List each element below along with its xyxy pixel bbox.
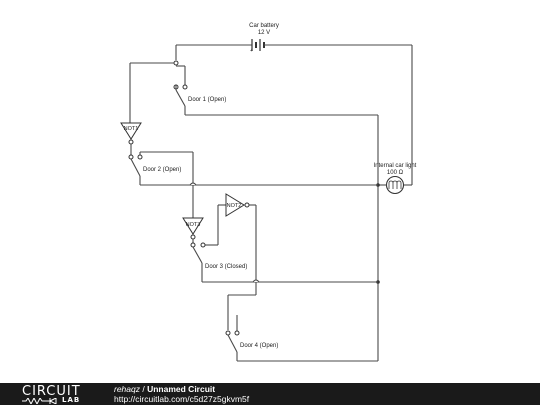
title-separator: / xyxy=(140,384,148,394)
not3-gate: NOT3 xyxy=(182,152,204,240)
door-1-switch: Door 1 (Open) xyxy=(130,45,378,116)
footer-bar: CIRCUIT LAB rehaqz / Unnamed Circuit htt… xyxy=(0,383,540,405)
circuit-title: rehaqz / Unnamed Circuit xyxy=(114,384,215,394)
door-1-label: Door 1 (Open) xyxy=(188,97,226,103)
door-4-switch: Door 4 (Open) xyxy=(225,282,378,362)
car-battery: + Car battery 12 V xyxy=(176,23,412,54)
circuit-url-link[interactable]: http://circuitlab.com/c5d27z5gkvm5f xyxy=(114,394,250,404)
logo-top-text: CIRCUIT xyxy=(22,384,81,399)
not2-gate: NOT2 xyxy=(203,193,257,282)
right-bus-wire xyxy=(376,115,380,361)
not1-label: NOT1 xyxy=(124,126,139,132)
circuitlab-logo[interactable]: CIRCUIT LAB xyxy=(22,384,94,404)
door-3-switch: Door 3 (Closed) xyxy=(190,239,378,283)
user-name-link[interactable]: rehaqz xyxy=(114,384,140,394)
battery-value: 12 V xyxy=(258,30,270,36)
not1-gate: NOT1 xyxy=(120,63,142,145)
schematic-svg: + Car battery 12 V Internal car light 10… xyxy=(120,23,417,362)
door-3-label: Door 3 (Closed) xyxy=(205,264,247,270)
not3-label: NOT3 xyxy=(186,222,201,228)
door-4-label: Door 4 (Open) xyxy=(240,343,278,349)
not2-label: NOT2 xyxy=(227,203,242,209)
svg-text:+: + xyxy=(250,48,253,54)
lamp-value: 100 Ω xyxy=(387,170,404,176)
battery-label: Car battery xyxy=(249,23,279,29)
logo-wave-icon xyxy=(22,398,57,404)
circuit-name: Unnamed Circuit xyxy=(147,384,216,394)
door-2-label: Door 2 (Open) xyxy=(143,167,181,173)
lamp-label: Internal car light xyxy=(374,163,417,169)
logo-bottom-text: LAB xyxy=(62,396,81,404)
internal-car-light: Internal car light 100 Ω xyxy=(374,45,417,195)
door-2-switch: Door 2 (Open) xyxy=(128,144,378,186)
